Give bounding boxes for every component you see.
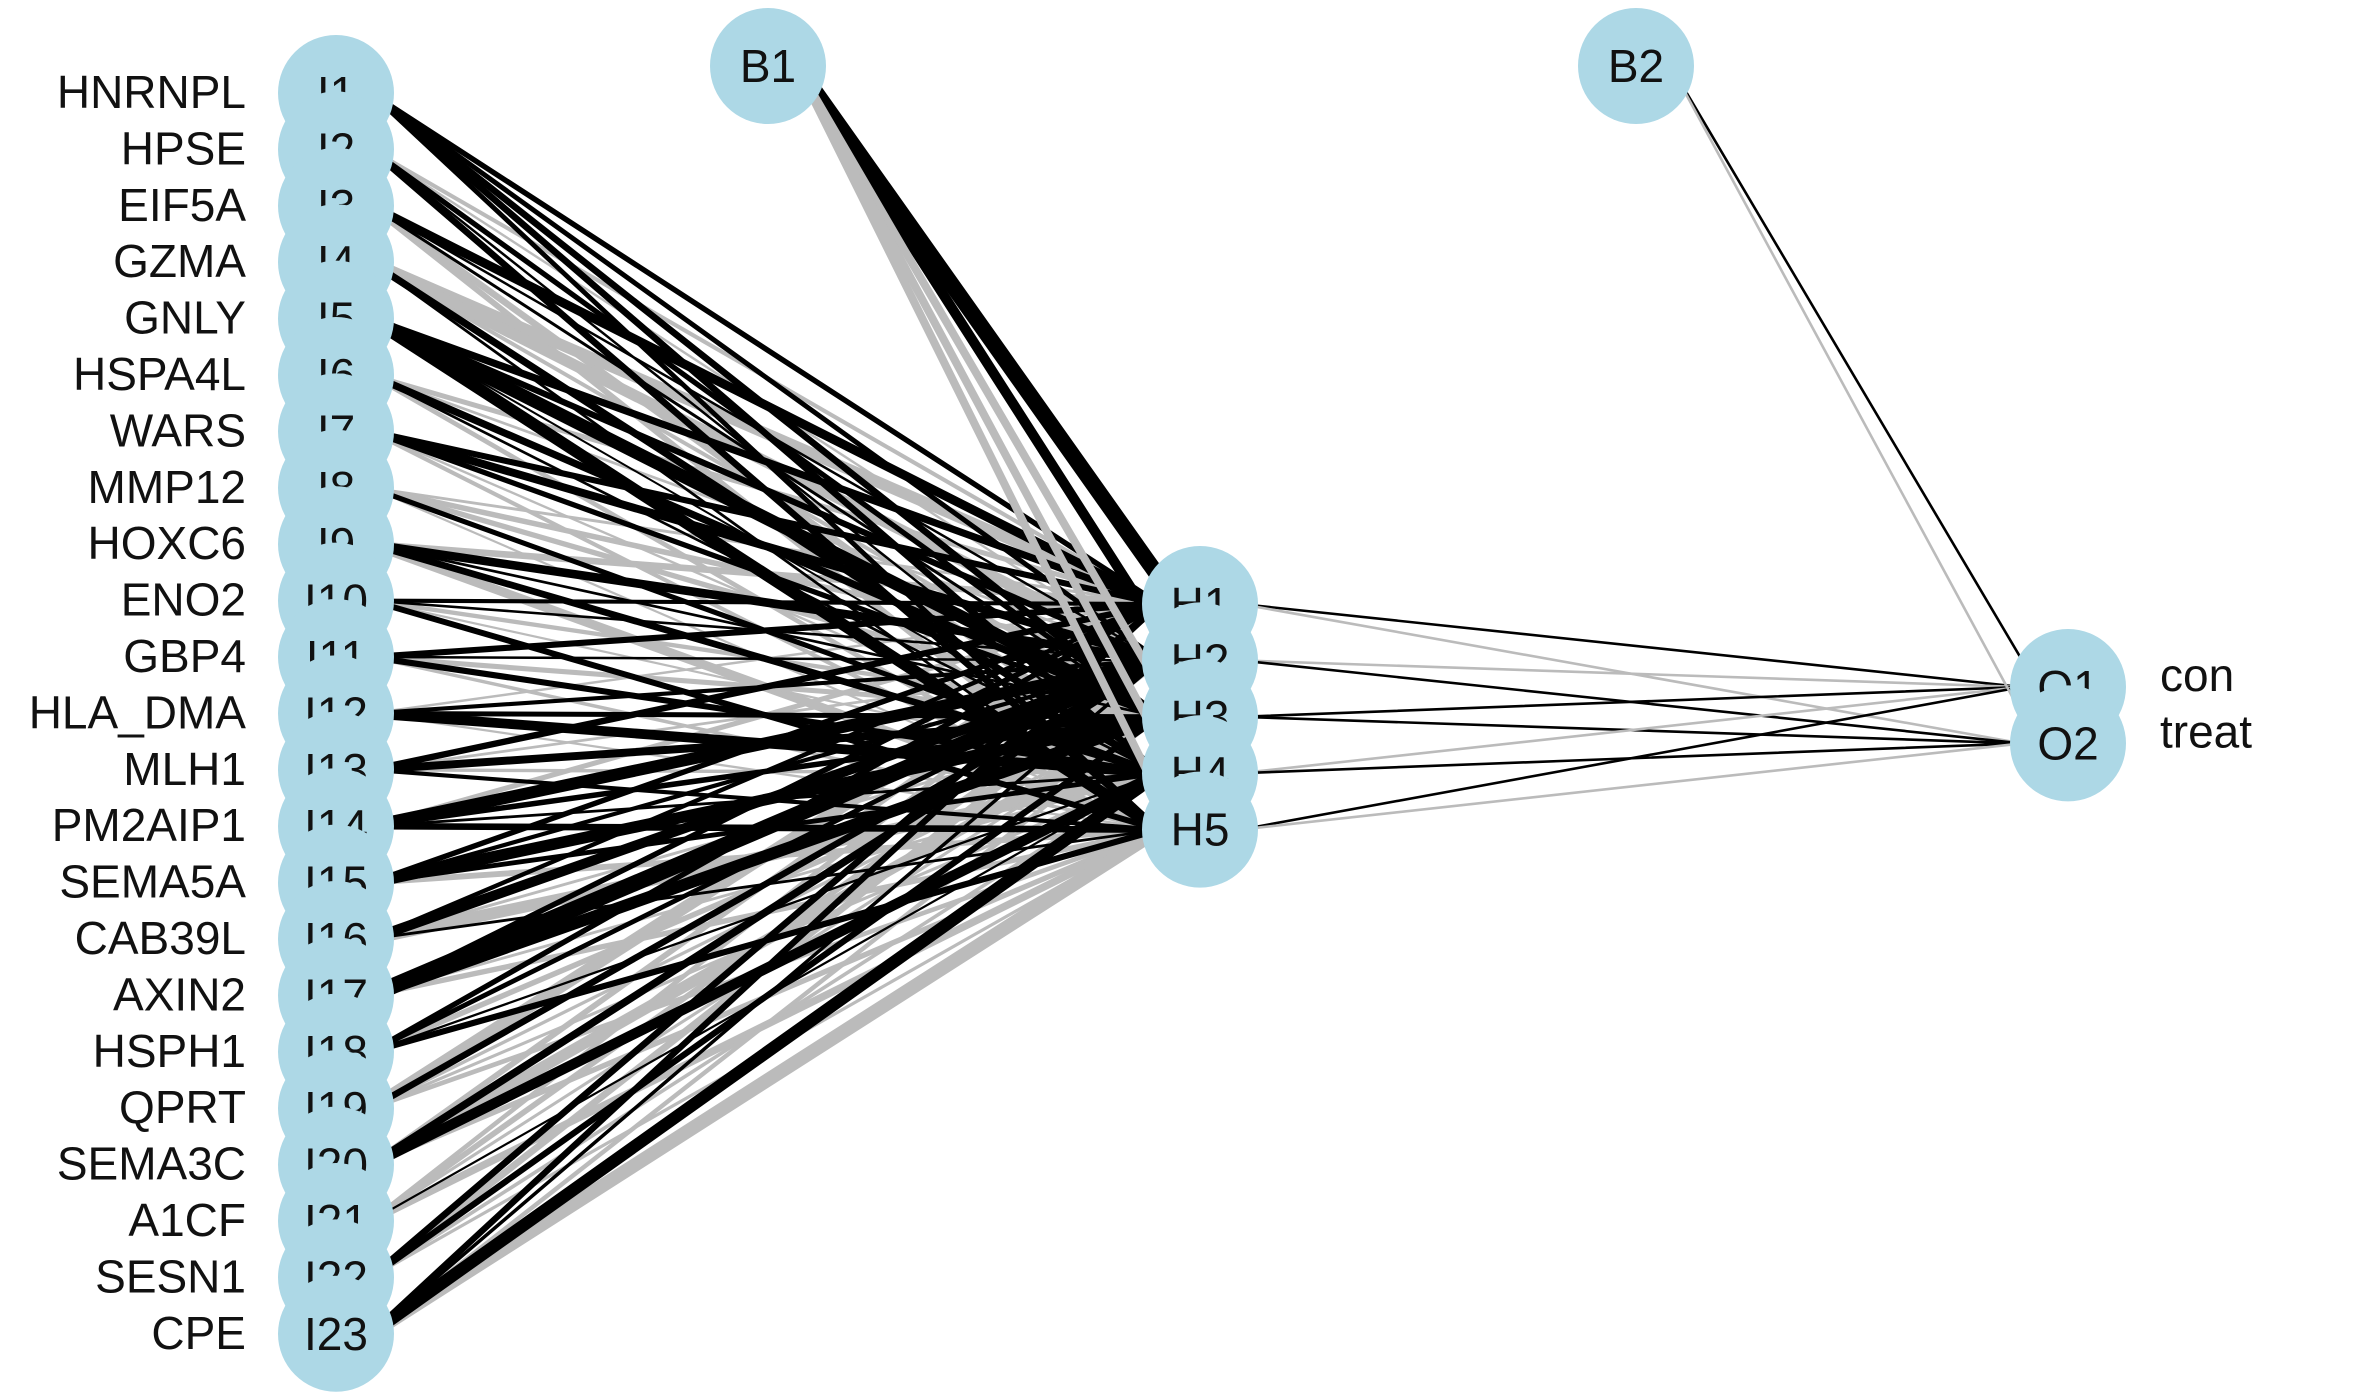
edge-I19-H2	[367, 657, 1163, 1112]
edge-I23-H2	[369, 658, 1162, 1336]
bias-node-b1-label: B1	[740, 40, 796, 92]
input-node-i23: I23	[278, 1275, 394, 1392]
gene-label-wars: WARS	[110, 404, 246, 456]
gene-label-sema5a: SEMA5A	[59, 856, 246, 908]
output-node-o2: O2	[2010, 685, 2126, 802]
edge-H3-O1	[1239, 685, 2023, 719]
input-node-i23-label: I23	[304, 1308, 368, 1360]
edge-I5-H1	[367, 315, 1164, 608]
edge-H1-O1	[1239, 602, 2023, 689]
bias-node-b2: B2	[1578, 8, 1694, 124]
bias-node-b2-label: B2	[1608, 40, 1664, 92]
gene-label-gzma: GZMA	[113, 235, 246, 287]
output-label-treat: treat	[2160, 705, 2252, 757]
edge-H5-O2	[1239, 742, 2023, 831]
edge-I23-H5	[363, 822, 1167, 1341]
gene-label-hsph1: HSPH1	[93, 1025, 246, 1077]
network-nodes: I1I2I3I4I5I6I7I8I9I10I11I12I13I14I15I16I…	[278, 8, 2126, 1392]
edge-I22-H1	[367, 600, 1163, 1281]
output-node-o2-label: O2	[2037, 717, 2098, 769]
hidden-node-h5: H5	[1142, 771, 1258, 888]
edge-B1-H1	[789, 58, 1179, 602]
edge-I18-H1	[368, 601, 1163, 1055]
gene-label-hla_dma: HLA_DMA	[29, 686, 247, 738]
gene-label-sema3c: SEMA3C	[57, 1138, 246, 1190]
gene-label-gnly: GNLY	[124, 292, 246, 344]
hidden-node-h5-label: H5	[1171, 804, 1230, 856]
edge-B1-H2	[792, 61, 1176, 656]
edge-I20-H2	[367, 656, 1164, 1169]
hidden-node-h5-circle	[1142, 771, 1258, 888]
edge-B2-O2	[1669, 64, 2035, 737]
edge-I10-H1	[368, 598, 1162, 607]
edge-I15-H1	[368, 601, 1163, 886]
gene-label-gbp4: GBP4	[123, 630, 246, 682]
gene-label-cpe: CPE	[151, 1307, 246, 1359]
edge-I1-H2	[368, 90, 1162, 663]
bias-node-b1: B1	[710, 8, 826, 124]
edge-H4-O1	[1239, 685, 2023, 775]
gene-label-pm2aip1: PM2AIP1	[52, 799, 246, 851]
edge-B2-O1	[1669, 64, 2035, 681]
edge-I11-H1	[367, 600, 1163, 661]
gene-label-eno2: ENO2	[121, 574, 246, 626]
bias-node-b1-circle	[710, 8, 826, 124]
edge-B1-H3	[793, 62, 1175, 711]
gene-label-hspa4l: HSPA4L	[73, 348, 246, 400]
input-node-i23-circle	[278, 1275, 394, 1392]
edge-I1-H1	[368, 90, 1163, 607]
bias-node-b2-circle	[1578, 8, 1694, 124]
edge-I17-H1	[368, 601, 1163, 999]
edge-I23-H4	[364, 767, 1166, 1340]
edge-H5-O1	[1239, 685, 2023, 831]
gene-label-cab39l: CAB39L	[75, 912, 246, 964]
gene-label-sesn1: SESN1	[95, 1250, 246, 1302]
edge-H2-O1	[1239, 659, 2023, 689]
gene-label-hpse: HPSE	[121, 122, 246, 174]
output-node-o2-circle	[2010, 685, 2126, 802]
edge-I7-H1	[367, 428, 1163, 608]
connection-edges	[362, 58, 2035, 1341]
edge-I7-H2	[366, 427, 1164, 665]
edge-I16-H1	[368, 601, 1162, 942]
gene-label-mlh1: MLH1	[123, 743, 246, 795]
gene-label-hoxc6: HOXC6	[88, 517, 246, 569]
gene-label-hnrnpl: HNRNPL	[57, 66, 246, 118]
edge-I3-H2	[369, 204, 1161, 662]
gene-label-a1cf: A1CF	[128, 1194, 246, 1246]
gene-label-axin2: AXIN2	[113, 968, 246, 1020]
edge-B1-H5	[793, 62, 1175, 824]
edge-I13-H1	[367, 600, 1163, 773]
edge-I23-H1	[367, 600, 1163, 1337]
gene-label-qprt: QPRT	[119, 1081, 246, 1133]
feature-labels: HNRNPLHPSEEIF5AGZMAGNLYHSPA4LWARSMMP12HO…	[29, 66, 2253, 1359]
edge-B1-H4	[793, 62, 1175, 768]
gene-label-mmp12: MMP12	[88, 461, 246, 513]
output-label-con: con	[2160, 649, 2234, 701]
gene-label-eif5a: EIF5A	[118, 179, 246, 231]
